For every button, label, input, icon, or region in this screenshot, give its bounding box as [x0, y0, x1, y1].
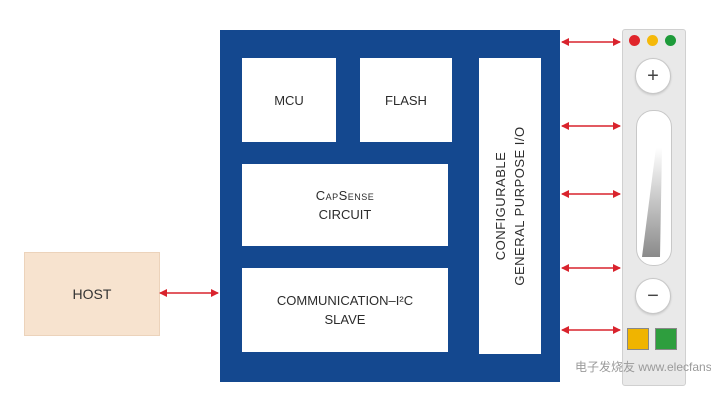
- minus-icon: −: [647, 285, 659, 307]
- slider-level-wedge: [642, 147, 662, 257]
- host-block: HOST: [24, 252, 160, 336]
- yellow-square-button[interactable]: [627, 328, 649, 350]
- minus-button[interactable]: −: [635, 278, 671, 314]
- communication-label: COMMUNICATION–I²C: [276, 293, 414, 308]
- capsense-label: CapSense: [315, 188, 375, 203]
- green-square-button[interactable]: [655, 328, 677, 350]
- capsense-block: CapSense CIRCUIT: [242, 164, 448, 246]
- plus-button[interactable]: +: [635, 58, 671, 94]
- slider-fill: [642, 147, 662, 257]
- yellow-led-icon: [647, 35, 658, 46]
- red-led-icon: [629, 35, 640, 46]
- watermark-text: 电子发烧友 www.elecfans.com: [575, 360, 711, 374]
- mcu-label: MCU: [274, 92, 304, 108]
- gpio-block: CONFIGURABLE GENERAL PURPOSE I/O: [479, 58, 541, 354]
- watermark: 电子发烧友 www.elecfans.com: [575, 358, 711, 375]
- capsense-circuit-label: CIRCUIT: [318, 207, 372, 222]
- green-led-icon: [665, 35, 676, 46]
- flash-label: FLASH: [385, 92, 427, 108]
- plus-icon: +: [647, 65, 659, 87]
- mcu-block: MCU: [242, 58, 336, 142]
- flash-block: FLASH: [360, 58, 452, 142]
- host-label: HOST: [72, 286, 112, 302]
- capsense-slider[interactable]: [636, 110, 672, 266]
- communication-block: COMMUNICATION–I²C SLAVE: [242, 268, 448, 352]
- slave-label: SLAVE: [324, 312, 366, 327]
